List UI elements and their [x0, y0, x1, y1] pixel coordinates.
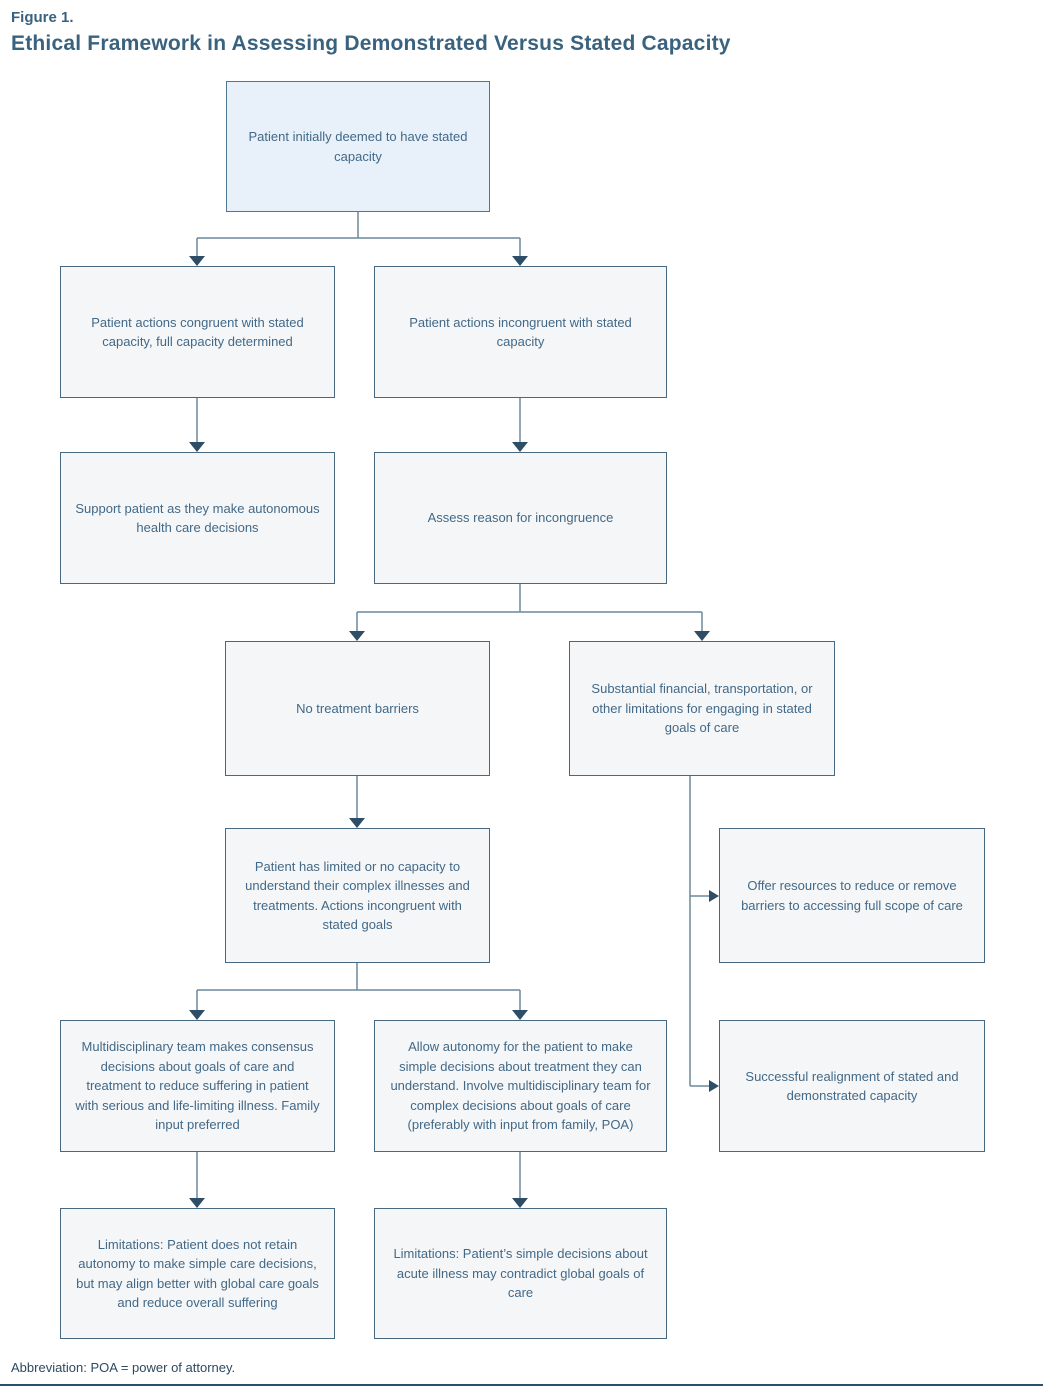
node-substantial-limitations: Substantial financial, transportation, o…	[569, 641, 835, 776]
arrow-down-icon	[349, 631, 365, 641]
node-limitations-autonomy: Limitations: Patient’s simple decisions …	[374, 1208, 667, 1339]
arrow-down-icon	[349, 818, 365, 828]
arrow-down-icon	[189, 1010, 205, 1020]
abbreviation-note: Abbreviation: POA = power of attorney.	[11, 1360, 236, 1375]
node-successful-realignment: Successful realignment of stated and dem…	[719, 1020, 985, 1152]
bottom-divider	[0, 1384, 1043, 1386]
arrow-down-icon	[512, 256, 528, 266]
connector-arrowheads	[189, 256, 719, 1208]
node-actions-congruent: Patient actions congruent with stated ca…	[60, 266, 335, 398]
arrow-down-icon	[189, 1198, 205, 1208]
connector-lines	[196, 212, 709, 1198]
arrow-down-icon	[512, 1010, 528, 1020]
arrow-down-icon	[512, 1198, 528, 1208]
arrow-right-icon	[709, 890, 719, 902]
node-offer-resources: Offer resources to reduce or remove barr…	[719, 828, 985, 963]
figure-title: Ethical Framework in Assessing Demonstra…	[11, 32, 731, 55]
node-limitations-consensus: Limitations: Patient does not retain aut…	[60, 1208, 335, 1339]
node-actions-incongruent: Patient actions incongruent with stated …	[374, 266, 667, 398]
arrow-down-icon	[512, 442, 528, 452]
node-assess-incongruence-reason: Assess reason for incongruence	[374, 452, 667, 584]
arrow-down-icon	[694, 631, 710, 641]
node-support-autonomous-decisions: Support patient as they make autonomous …	[60, 452, 335, 584]
arrow-down-icon	[189, 256, 205, 266]
node-allow-autonomy-simple-decisions: Allow autonomy for the patient to make s…	[374, 1020, 667, 1152]
node-patient-stated-capacity: Patient initially deemed to have stated …	[226, 81, 490, 212]
arrow-right-icon	[709, 1080, 719, 1092]
arrow-down-icon	[189, 442, 205, 452]
node-team-consensus-decisions: Multidisciplinary team makes consensus d…	[60, 1020, 335, 1152]
node-no-treatment-barriers: No treatment barriers	[225, 641, 490, 776]
figure-label: Figure 1.	[11, 9, 74, 26]
node-limited-capacity: Patient has limited or no capacity to un…	[225, 828, 490, 963]
